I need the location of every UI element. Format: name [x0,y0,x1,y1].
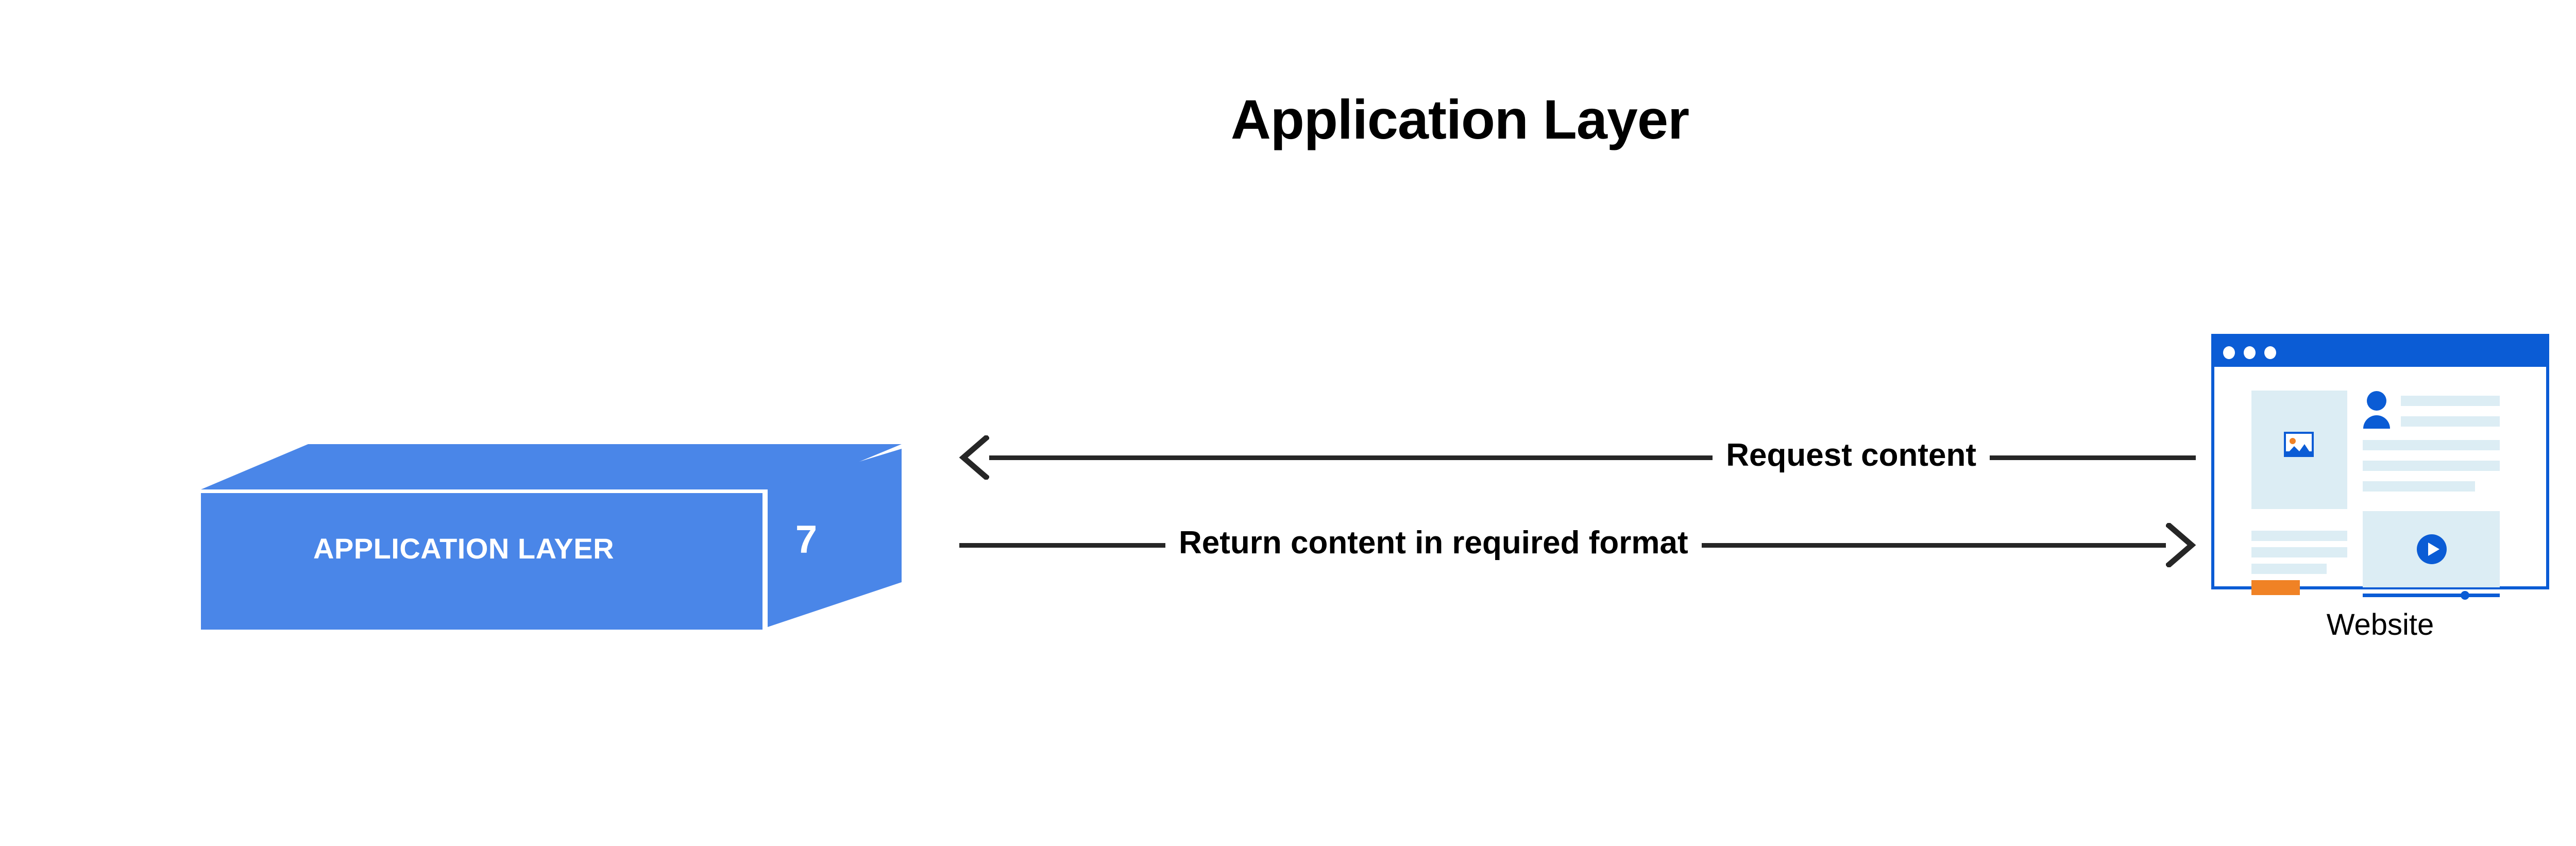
website-caption: Website [2326,608,2434,641]
text-line-placeholder [2251,564,2327,574]
text-line-placeholder [2363,461,2500,471]
avatar-icon [2363,391,2390,429]
arrow-head-left-icon [959,435,989,480]
page-title: Application Layer [1230,88,1689,150]
website-figure: Website [2211,334,2551,640]
cta-button[interactable] [2251,580,2300,595]
request-content-label: Request content [1726,437,1976,473]
window-dot-icon[interactable] [2264,346,2276,359]
text-line-placeholder [2401,396,2500,406]
arrow-line-right-segment [1990,455,2196,460]
image-placeholder [2251,391,2347,509]
video-placeholder[interactable] [2363,511,2500,587]
layer-box-side-face [768,449,902,627]
arrow-line-right-segment [1701,543,2166,548]
layer-box-shape [201,444,902,630]
text-line-placeholder [2251,531,2347,541]
layer-box-front-face [201,493,762,630]
browser-titlebar [2214,337,2546,367]
play-icon[interactable] [2416,534,2447,565]
browser-window[interactable] [2211,334,2549,600]
text-line-placeholder [2363,481,2475,492]
arrow-line-left-segment [959,543,1165,548]
video-progress-knob[interactable] [2461,591,2469,600]
text-line-placeholder [2401,416,2500,427]
browser-content [2214,367,2546,600]
arrow-head-right-icon [2166,523,2196,567]
window-dot-icon[interactable] [2223,346,2235,359]
layer-box-top-face [201,444,902,489]
application-layer-box: APPLICATION LAYER 7 [201,444,902,630]
text-line-placeholder [2363,440,2500,450]
return-content-arrow: Return content in required format [959,514,2196,576]
text-line-placeholder [2251,547,2347,557]
request-content-arrow: Request content [959,427,2196,488]
video-progress-bar[interactable] [2363,591,2500,600]
image-icon [2284,432,2314,457]
arrow-line-left-segment [989,455,1713,460]
return-content-label: Return content in required format [1179,525,1688,561]
window-dot-icon[interactable] [2244,346,2256,359]
